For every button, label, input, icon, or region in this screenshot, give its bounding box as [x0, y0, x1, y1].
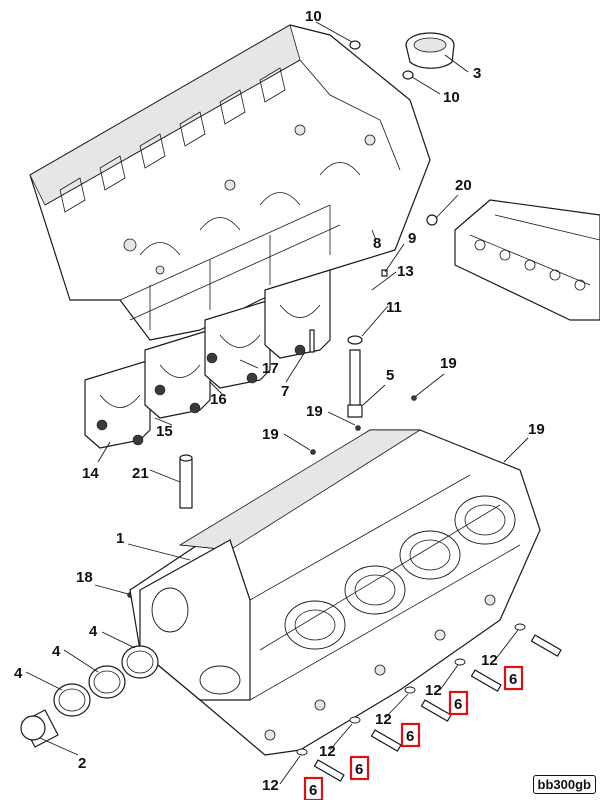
- callout-10: 10: [443, 89, 460, 106]
- upper-crankcase-housing: [29, 24, 431, 341]
- drawing-reference-code: bb300gb: [532, 775, 596, 794]
- callout-4: 4: [14, 665, 23, 682]
- callout-6: 6: [355, 761, 363, 778]
- callout-19: 19: [440, 355, 457, 372]
- highlighted-callouts: 6 6 6 6 6: [303, 665, 524, 800]
- camshaft-bushing: [405, 32, 455, 69]
- cover-plate: [454, 199, 600, 321]
- callout-11: 11: [386, 299, 402, 316]
- callout-6: 6: [309, 782, 317, 799]
- cam-bushings: [20, 645, 159, 748]
- highlight-box: [349, 755, 370, 781]
- tie-rod-bolt: [347, 335, 363, 418]
- callout-13: 13: [397, 263, 414, 280]
- callout-4: 4: [52, 643, 61, 660]
- callout-19: 19: [262, 426, 279, 443]
- callout-19: 19: [528, 421, 545, 438]
- callout-6: 6: [509, 671, 517, 688]
- callout-16: 16: [210, 391, 227, 408]
- callout-21: 21: [132, 465, 149, 482]
- callout-4: 4: [89, 623, 98, 640]
- callout-6: 6: [454, 696, 462, 713]
- main-bolts: [296, 623, 562, 782]
- callout-7: 7: [281, 383, 289, 400]
- callout-12: 12: [481, 652, 498, 669]
- engine-block: [129, 429, 541, 756]
- callout-2: 2: [78, 755, 86, 772]
- callout-6: 6: [406, 728, 414, 745]
- callout-8: 8: [373, 235, 381, 252]
- highlight-box: [448, 690, 469, 716]
- callout-18: 18: [76, 569, 93, 586]
- callout-17: 17: [262, 360, 279, 377]
- plugs: [349, 40, 438, 226]
- callout-10: 10: [305, 8, 322, 25]
- callout-1: 1: [116, 530, 124, 547]
- leader-lines: [25, 21, 529, 785]
- highlight-box: [400, 722, 421, 748]
- highlight-box: [503, 665, 524, 691]
- callout-20: 20: [455, 177, 472, 194]
- callout-12: 12: [425, 682, 442, 699]
- callout-14: 14: [82, 465, 99, 482]
- callout-12: 12: [375, 711, 392, 728]
- callout-15: 15: [156, 423, 173, 440]
- callout-12: 12: [262, 777, 279, 794]
- highlight-box: [303, 776, 324, 800]
- callout-12: 12: [319, 743, 336, 760]
- callout-labels: 10 3 10 20 8 9 13 11 17 7 16 15 5 19 19 …: [14, 8, 545, 794]
- dowel-pin: [179, 454, 193, 509]
- callout-19: 19: [306, 403, 323, 420]
- callout-3: 3: [473, 65, 481, 82]
- callout-9: 9: [408, 230, 416, 247]
- callout-5: 5: [386, 367, 394, 384]
